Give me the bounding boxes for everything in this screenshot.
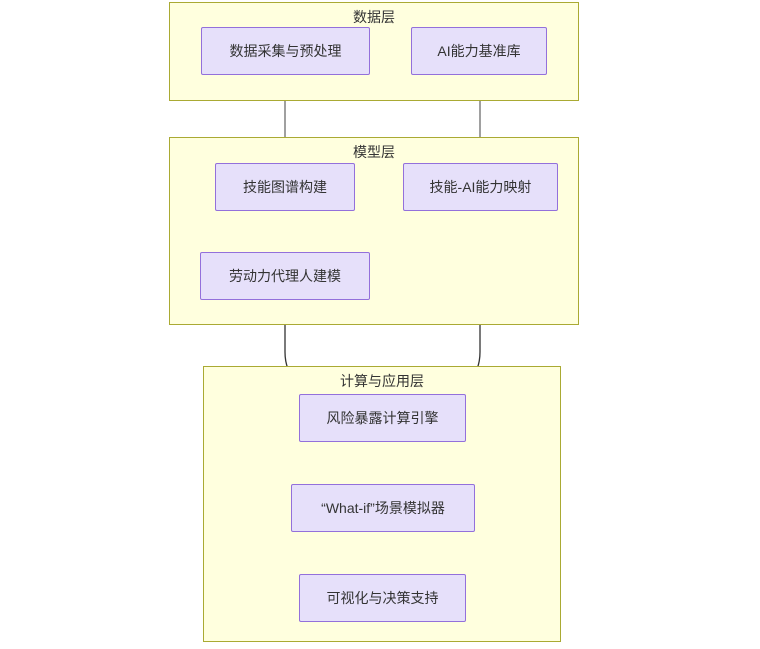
node-risk-exposure-engine[interactable]: 风险暴露计算引擎	[299, 394, 466, 442]
node-visualization-decision[interactable]: 可视化与决策支持	[299, 574, 466, 622]
node-workforce-agent-modeling[interactable]: 劳动力代理人建模	[200, 252, 370, 300]
node-label-workforce-agent-modeling: 劳动力代理人建模	[229, 268, 341, 284]
layer-title-model: 模型层	[353, 144, 395, 160]
node-label-data-collection: 数据采集与预处理	[229, 43, 342, 59]
node-ai-capability-baseline[interactable]: AI能力基准库	[411, 27, 547, 75]
node-label-visualization-decision: 可视化与决策支持	[326, 590, 439, 606]
node-data-collection[interactable]: 数据采集与预处理	[201, 27, 370, 75]
layer-title-compute-application: 计算与应用层	[340, 373, 424, 389]
node-label-what-if-simulator: “What-if”场景模拟器	[321, 500, 445, 516]
node-label-skill-graph: 技能图谱构建	[243, 179, 327, 195]
node-label-ai-capability-baseline: AI能力基准库	[437, 43, 521, 59]
node-label-risk-exposure-engine: 风险暴露计算引擎	[326, 410, 439, 426]
node-skill-graph[interactable]: 技能图谱构建	[215, 163, 355, 211]
node-skill-ai-mapping[interactable]: 技能-AI能力映射	[403, 163, 558, 211]
node-what-if-simulator[interactable]: “What-if”场景模拟器	[291, 484, 475, 532]
node-label-skill-ai-mapping: 技能-AI能力映射	[429, 179, 532, 195]
layer-title-data: 数据层	[353, 9, 395, 25]
